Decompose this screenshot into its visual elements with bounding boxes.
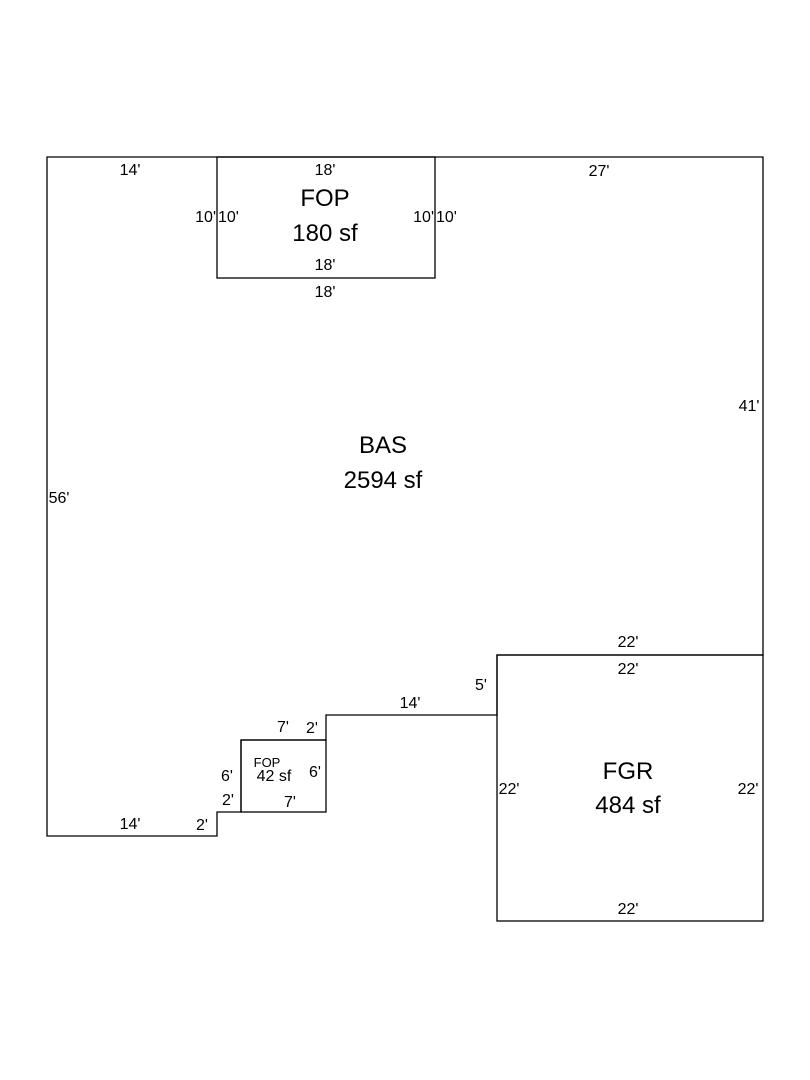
dim-fgr-right: 22' <box>738 781 759 798</box>
dim-bas-mid-step: 14' <box>400 695 421 712</box>
fop-top-code: FOP <box>300 185 349 212</box>
dim-fgr-top-inner: 22' <box>618 661 639 678</box>
dim-bas-notch-left: 2' <box>222 792 234 809</box>
dim-fop-top-right-outer: 10' <box>436 209 457 226</box>
dim-bas-notch-top: 2' <box>306 720 318 737</box>
fop-top-size: 180 sf <box>292 220 358 247</box>
dim-fgr-bottom: 22' <box>618 901 639 918</box>
fgr-outline <box>496 654 764 922</box>
dim-fop-small-bottom: 7' <box>284 794 296 811</box>
dim-bas-left: 56' <box>49 490 70 507</box>
fop-small-outline <box>240 739 327 813</box>
dim-bas-top-left: 14' <box>120 162 141 179</box>
dim-fop-top-bottom-inner: 18' <box>315 257 336 274</box>
dim-fop-top-top: 18' <box>315 162 336 179</box>
dim-fop-top-left-outer: 10' <box>195 209 216 226</box>
dim-bas-right: 41' <box>739 398 760 415</box>
dim-fgr-top-outer: 22' <box>618 634 639 651</box>
fop-small-size: 42 sf <box>257 768 292 785</box>
fgr-size: 484 sf <box>595 792 661 819</box>
dim-fop-small-right: 6' <box>309 764 321 781</box>
fop-small-code: FOP <box>254 755 281 770</box>
dim-fgr-left: 22' <box>499 781 520 798</box>
fgr-code: FGR <box>603 758 654 785</box>
dim-bas-top-right: 27' <box>589 163 610 180</box>
dim-fop-top-bottom-outer: 18' <box>315 284 336 301</box>
bas-size: 2594 sf <box>344 467 423 494</box>
dim-bas-bottom-left: 14' <box>120 816 141 833</box>
bas-code: BAS <box>359 432 407 459</box>
dim-fop-top-left-inner: 10' <box>218 209 239 226</box>
dim-fop-small-top: 7' <box>277 719 289 736</box>
dim-fop-top-right-inner: 10' <box>413 209 434 226</box>
dim-bas-fgr-left: 5' <box>475 677 487 694</box>
dim-bas-bottom-step: 2' <box>196 817 208 834</box>
fop-top-outline <box>216 156 436 279</box>
dim-fop-small-left: 6' <box>221 768 233 785</box>
bas-outline <box>46 156 764 837</box>
